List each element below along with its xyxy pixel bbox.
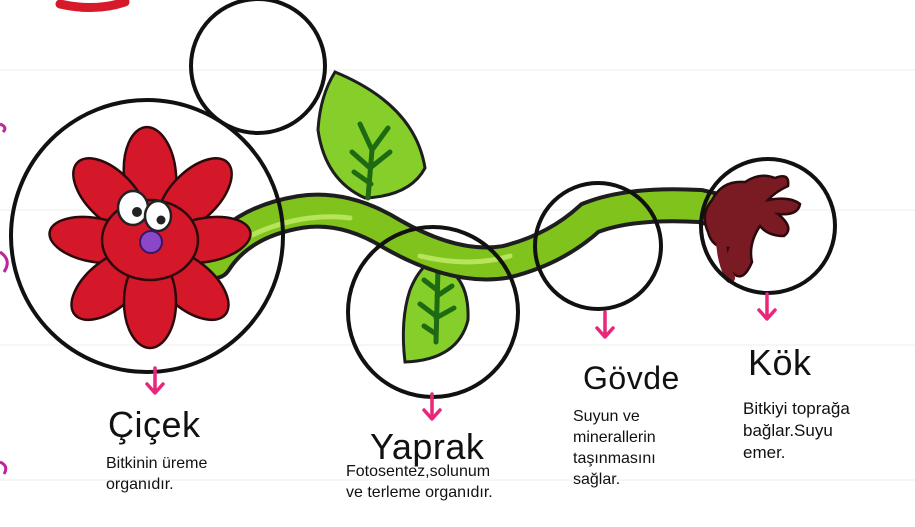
part-desc-kok: Bitkiyi toprağa bağlar.Suyu emer. — [743, 398, 903, 464]
desc-line: Suyun ve — [573, 406, 713, 427]
desc-line: minerallerin — [573, 427, 713, 448]
flower-eye-right — [145, 201, 171, 231]
flower-head — [46, 125, 254, 348]
desc-line: sağlar. — [573, 469, 713, 490]
part-name-kok: Kök — [748, 342, 812, 384]
part-desc-cicek: Bitkinin üreme organıdır. — [106, 453, 266, 495]
margin-mark — [0, 252, 7, 272]
desc-line: taşınmasını — [573, 448, 713, 469]
desc-line: Fotosentez,solunum — [346, 461, 546, 482]
flower-eye-left — [118, 191, 148, 225]
flower-nose — [140, 231, 162, 253]
desc-line: bağlar.Suyu — [743, 420, 903, 442]
margin-mark — [0, 124, 5, 132]
arrow-kok — [759, 294, 775, 319]
desc-line: Bitkiyi toprağa — [743, 398, 903, 420]
desc-line: emer. — [743, 442, 903, 464]
margin-mark — [0, 462, 6, 474]
desc-line: Bitkinin üreme — [106, 453, 266, 474]
desc-line: ve terleme organıdır. — [346, 482, 546, 503]
circle-empty — [191, 0, 325, 133]
part-desc-yaprak: Fotosentez,solunum ve terleme organıdır. — [346, 461, 546, 503]
part-name-govde: Gövde — [583, 360, 680, 397]
arrow-govde — [597, 312, 613, 337]
desc-line: organıdır. — [106, 474, 266, 495]
part-desc-govde: Suyun ve minerallerin taşınmasını sağlar… — [573, 406, 713, 490]
part-name-cicek: Çiçek — [108, 404, 201, 446]
upper-leaf — [318, 72, 425, 198]
root — [705, 176, 800, 278]
red-scribble — [60, 2, 125, 8]
